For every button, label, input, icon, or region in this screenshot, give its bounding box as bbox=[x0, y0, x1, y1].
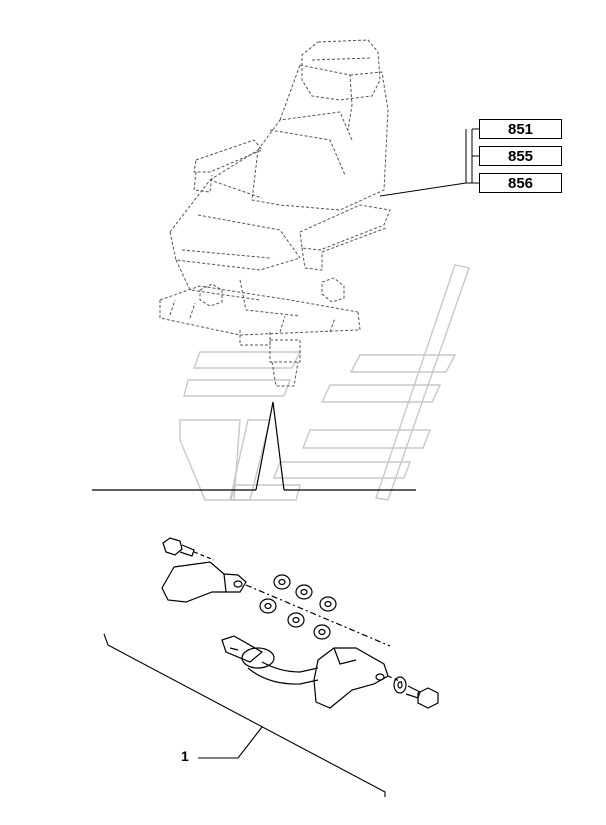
watermark-logo bbox=[179, 264, 470, 501]
belt-strap bbox=[221, 635, 319, 685]
reference-box-855[interactable]: 855 bbox=[479, 146, 562, 166]
belt-latch bbox=[313, 647, 403, 709]
bolt-upper bbox=[162, 537, 215, 561]
belt-buckle bbox=[161, 561, 391, 647]
spacer-bushings bbox=[259, 574, 337, 640]
seat-phantom-drawing bbox=[159, 39, 391, 387]
callout-number: 1 bbox=[181, 748, 189, 764]
reference-leader bbox=[379, 128, 479, 197]
reference-box-851[interactable]: 851 bbox=[479, 119, 562, 139]
washer-lower bbox=[393, 676, 407, 694]
seat-belt-assembly bbox=[161, 537, 439, 709]
bolt-lower bbox=[405, 685, 439, 709]
break-line bbox=[92, 401, 416, 491]
reference-box-856[interactable]: 856 bbox=[479, 173, 562, 193]
callout-bracket bbox=[103, 633, 386, 797]
